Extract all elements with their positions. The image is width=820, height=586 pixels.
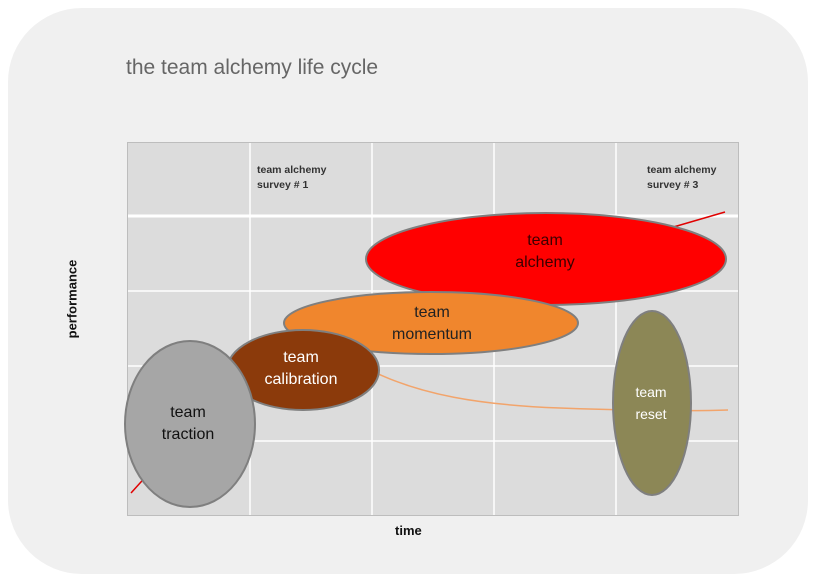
stage-calibration-label: team calibration: [264, 349, 338, 388]
trend-line-top: [669, 211, 726, 229]
stage-traction-ellipse: [124, 340, 256, 508]
stage-alchemy-label: team alchemy: [515, 232, 575, 271]
stage-traction-label: team traction: [161, 404, 215, 443]
y-axis-label: performance: [64, 259, 80, 339]
survey-3-label: team alchemy survey # 3: [647, 164, 717, 191]
stage-reset-label: team reset: [635, 384, 667, 422]
stage-momentum-ellipse: [283, 291, 579, 355]
survey-1-label: team alchemy survey # 1: [257, 164, 327, 191]
stage-reset-ellipse: [612, 310, 692, 496]
stage-momentum-label: team momentum: [391, 304, 473, 343]
x-axis-label: time: [395, 523, 422, 538]
diagram-title: the team alchemy life cycle: [126, 56, 379, 79]
